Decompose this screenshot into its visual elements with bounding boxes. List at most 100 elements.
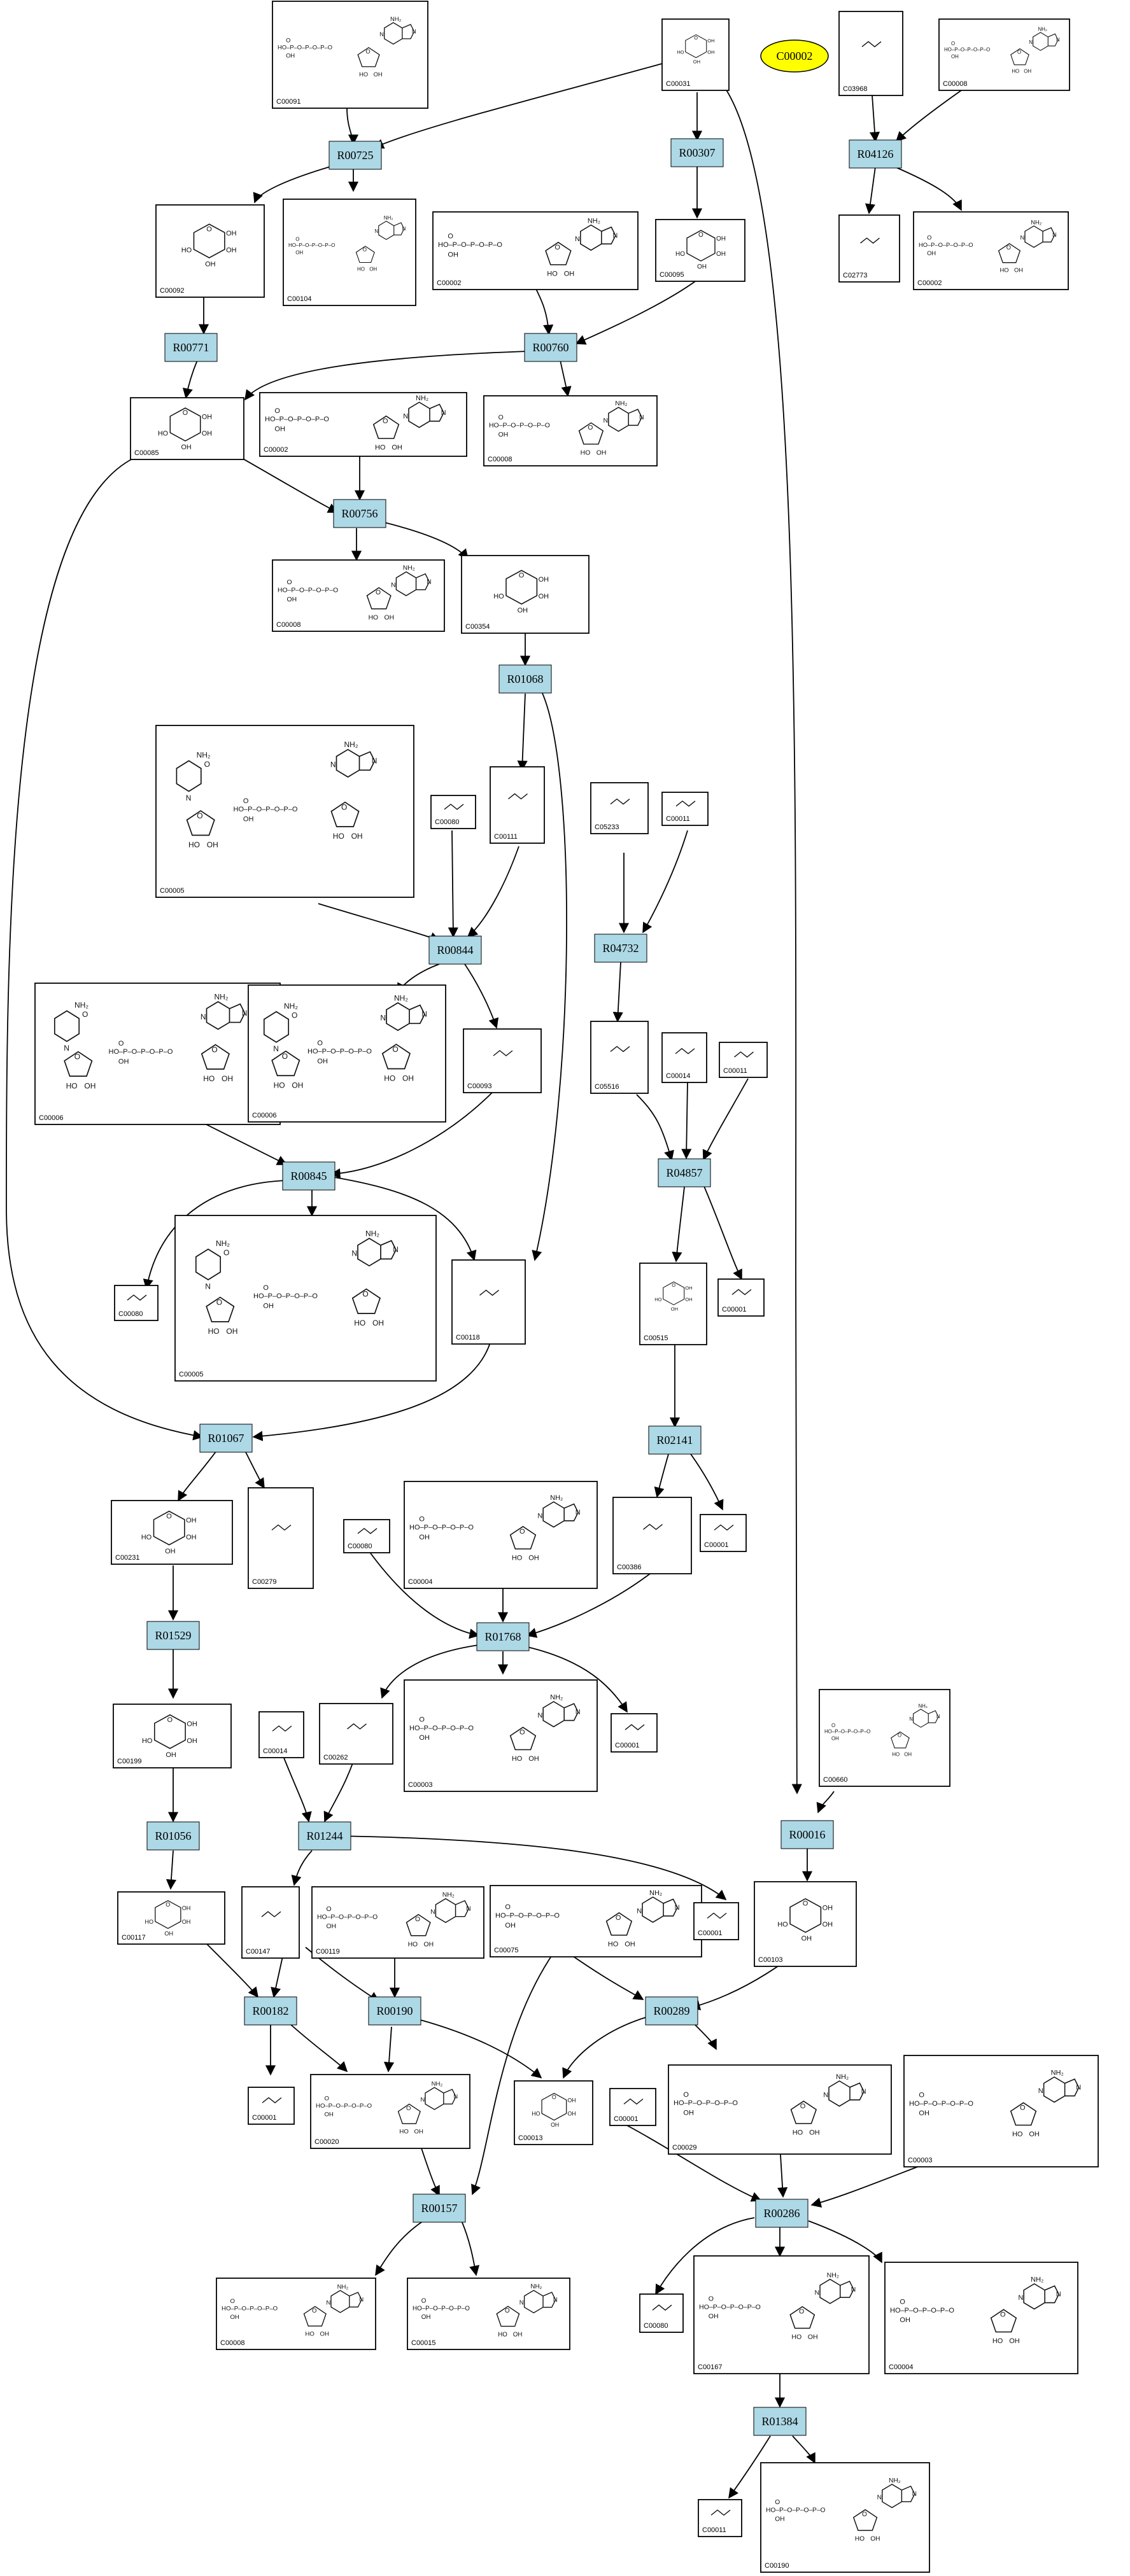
compound-node[interactable]: C00004 [884,2262,1078,2374]
compound-node[interactable]: C00111 [490,766,545,844]
compound-node[interactable]: C00014 [661,1032,707,1083]
compound-node[interactable]: C00029 [668,2064,892,2155]
compound-node[interactable]: C00008 [483,395,658,466]
compound-node[interactable]: C00118 [451,1259,526,1345]
compound-node[interactable]: C00008 [938,18,1070,91]
compound-id: C00013 [518,2134,543,2142]
compound-node[interactable]: C00001 [700,1514,747,1552]
compound-node[interactable]: C00001 [248,2087,295,2125]
compound-box [490,1885,702,1957]
compound-node[interactable]: C00014 [258,1711,304,1758]
reaction-node[interactable]: R00845 [282,1161,335,1191]
reaction-node[interactable]: R01068 [498,664,552,694]
compound-node[interactable]: C00001 [611,1713,658,1753]
compound-node[interactable]: C00354 [461,555,590,634]
compound-node[interactable]: C00660 [819,1689,950,1787]
compound-node[interactable]: C00011 [719,1042,768,1078]
compound-node[interactable]: C00386 [612,1497,692,1574]
reaction-node[interactable]: R00190 [368,1996,421,2026]
compound-node[interactable]: C00006 [248,984,446,1123]
compound-box [310,2074,470,2149]
reaction-node[interactable]: R00182 [244,1996,297,2026]
compound-node[interactable]: C02773 [838,214,900,283]
compound-node-ellipse[interactable]: C00002 [760,39,829,73]
compound-node[interactable]: C00001 [609,2088,656,2126]
compound-node[interactable]: C00015 [407,2278,570,2350]
compound-node[interactable]: C00002 [432,211,639,290]
reaction-box [368,1996,421,2026]
compound-id: C00014 [666,1072,691,1080]
compound-box [612,1497,692,1574]
compound-node[interactable]: C00199 [113,1704,232,1768]
compound-node[interactable]: C00031 [661,18,730,91]
compound-node[interactable]: C05233 [590,782,649,834]
compound-node[interactable]: C03968 [838,11,903,96]
compound-node[interactable]: C00006 [34,983,281,1125]
compound-id: C00008 [220,2339,245,2347]
compound-node[interactable]: C05516 [590,1021,649,1094]
compound-id: C00006 [39,1114,64,1122]
compound-node[interactable]: C00002 [259,392,467,457]
reaction-node[interactable]: R00286 [755,2199,809,2228]
compound-node[interactable]: C00095 [655,219,745,282]
compound-node[interactable]: C00167 [693,2255,870,2374]
compound-node[interactable]: C00011 [698,2499,742,2537]
compound-box [717,1278,765,1317]
compound-node[interactable]: C00008 [216,2278,376,2350]
reaction-node[interactable]: R04857 [658,1158,711,1187]
reaction-node[interactable]: R04126 [849,139,902,169]
compound-node[interactable]: C00231 [111,1500,233,1565]
compound-node[interactable]: C00147 [241,1886,300,1959]
compound-node[interactable]: C00003 [903,2055,1099,2167]
reaction-node[interactable]: R00016 [780,1820,834,1849]
compound-node[interactable]: C00080 [430,795,476,829]
compound-node[interactable]: C00001 [717,1278,765,1317]
reaction-node[interactable]: R01056 [146,1821,200,1851]
compound-node[interactable]: C00080 [639,2293,684,2333]
compound-node[interactable]: C00119 [311,1886,484,1959]
reaction-node[interactable]: R01529 [146,1621,200,1650]
compound-node[interactable]: C00092 [155,204,265,298]
compound-node[interactable]: C00262 [319,1703,393,1765]
reaction-node[interactable]: R00760 [524,333,577,362]
compound-node[interactable]: C00104 [283,199,416,306]
compound-node[interactable]: C00005 [155,725,414,898]
reaction-node[interactable]: R00289 [645,1996,698,2026]
compound-node[interactable]: C00013 [514,2080,593,2145]
reaction-node[interactable]: R01768 [476,1622,530,1651]
reaction-id: R00725 [337,149,373,162]
compound-node[interactable]: C00080 [343,1519,390,1553]
compound-node[interactable]: C00080 [114,1285,159,1321]
reaction-node[interactable]: R00844 [428,935,482,965]
compound-node[interactable]: C00011 [661,792,709,826]
compound-id: C00002 [776,50,812,62]
compound-id: C00111 [494,833,518,841]
compound-node[interactable]: C00093 [463,1028,542,1093]
compound-node[interactable]: C00190 [760,2462,930,2573]
reaction-node[interactable]: R00725 [328,141,382,170]
compound-node[interactable]: C00117 [117,1891,225,1945]
reaction-node[interactable]: R00771 [164,333,218,362]
compound-node[interactable]: C00001 [693,1902,739,1940]
reaction-node[interactable]: R01067 [199,1424,253,1453]
reaction-node[interactable]: R00307 [670,138,724,167]
reaction-node[interactable]: R04732 [594,934,647,963]
compound-node[interactable]: C00103 [754,1881,857,1967]
reaction-node[interactable]: R01244 [298,1821,351,1851]
reaction-node[interactable]: R00157 [413,2194,466,2223]
compound-node[interactable]: C00008 [272,559,445,632]
compound-node[interactable]: C00002 [913,211,1069,290]
compound-node[interactable]: C00515 [639,1263,707,1345]
reaction-box [755,2199,809,2228]
compound-node[interactable]: C00005 [174,1215,437,1382]
reaction-node[interactable]: R00756 [333,499,386,528]
compound-node[interactable]: C00085 [130,397,244,460]
compound-node[interactable]: C00091 [272,1,428,109]
reaction-node[interactable]: R01384 [753,2407,807,2436]
compound-node[interactable]: C00279 [248,1487,314,1589]
compound-node[interactable]: C00075 [490,1885,702,1957]
compound-node[interactable]: C00020 [310,2074,470,2149]
compound-node[interactable]: C00004 [404,1481,598,1589]
reaction-node[interactable]: R02141 [648,1425,702,1455]
compound-node[interactable]: C00003 [404,1679,598,1792]
